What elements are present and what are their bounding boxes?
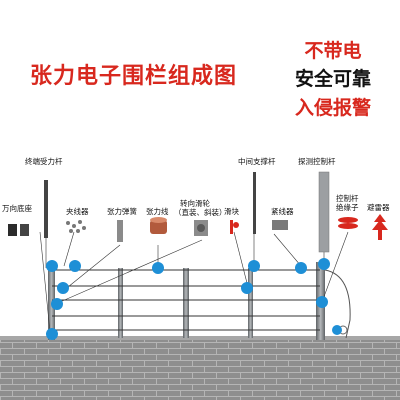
label-slider: 滑块	[224, 207, 239, 216]
middle-pole-3	[248, 268, 253, 338]
label-pulley-sub: （直装、斜装）	[174, 208, 227, 217]
middle-pole-icon	[253, 172, 256, 234]
lightning-arrester-icon	[372, 214, 388, 240]
label-wire-clamp: 夹线器	[66, 207, 89, 216]
label-tension-spring: 张力弹簧	[107, 207, 137, 216]
label-tension-wire: 张力线	[146, 207, 169, 216]
component-markers	[46, 258, 342, 340]
label-pulley: 转向滑轮	[180, 199, 210, 208]
label-universal-base: 万向底座	[2, 204, 32, 213]
slider-icon	[230, 220, 239, 234]
pulley-icon	[194, 220, 208, 236]
tension-spring-icon	[117, 220, 123, 242]
tightener-icon	[272, 220, 288, 230]
label-tightener: 紧线器	[271, 207, 294, 216]
universal-base-icon	[8, 224, 29, 236]
tagline-intrusion-alarm: 入侵报警	[294, 97, 371, 119]
tension-wires	[52, 269, 320, 331]
label-control-rod-insulator: 控制杆 绝缘子	[336, 194, 359, 212]
tagline-safe-reliable: 安全可靠	[294, 68, 371, 90]
tagline-no-electricity: 不带电	[304, 40, 362, 62]
insulator-icon	[338, 217, 358, 229]
middle-pole-2	[183, 268, 189, 338]
label-lightning-arrester: 避雷器	[367, 203, 390, 212]
label-detector-pole: 探测控制杆	[298, 157, 336, 166]
wire-clamp-icon	[66, 220, 86, 233]
brick-wall	[0, 338, 400, 400]
page-title: 张力电子围栏组成图	[30, 64, 238, 89]
detector-pole-icon	[318, 171, 330, 253]
label-terminal-pole: 终端受力杆	[25, 157, 63, 166]
label-middle-pole: 中间支撑杆	[238, 157, 276, 166]
tension-wire-icon	[150, 217, 167, 234]
terminal-pole-icon	[44, 180, 48, 238]
middle-pole-1	[118, 268, 123, 338]
terminal-pole-left	[48, 262, 55, 340]
